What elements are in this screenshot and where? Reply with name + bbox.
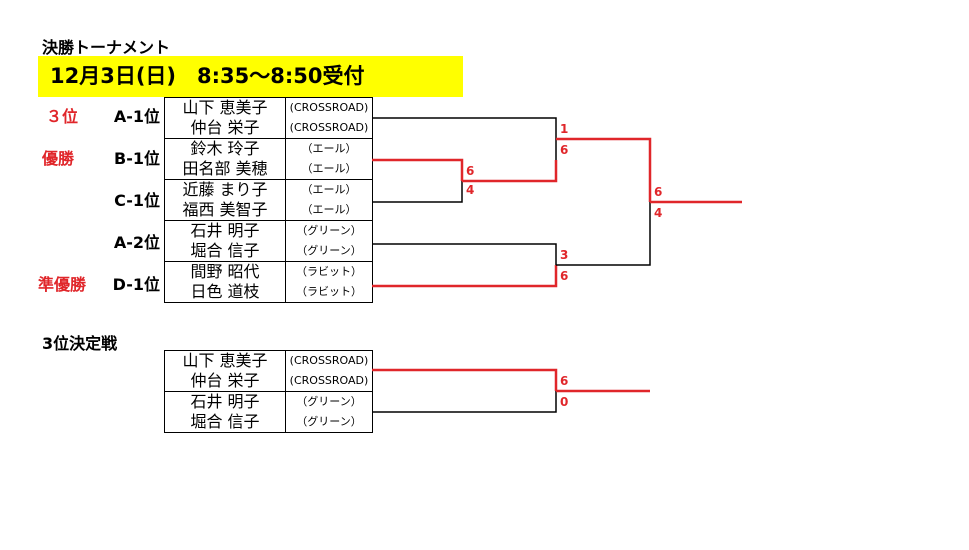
player-name: 堀合 信子	[164, 412, 286, 433]
player-club: （グリーン）	[285, 220, 373, 241]
bracket-line-pair-5	[372, 265, 558, 288]
player-row: 間野 昭代 （ラビット）	[164, 261, 373, 282]
score-third-bottom: 0	[560, 395, 568, 409]
player-name: 仲台 栄子	[164, 118, 286, 139]
player-row: 田名部 美穂 （エール）	[164, 159, 373, 180]
bracket-line-pair-1	[372, 117, 557, 160]
score-semi2-bottom: 6	[560, 269, 568, 283]
player-name: 田名部 美穂	[164, 159, 286, 180]
score-semi1-bottom: 6	[560, 143, 568, 157]
bracket-line-pair-2	[372, 158, 464, 181]
player-name: 近藤 まり子	[164, 179, 286, 200]
player-row: 鈴木 玲子 （エール）	[164, 138, 373, 159]
page-title: 決勝トーナメント	[42, 38, 171, 57]
player-club: (CROSSROAD)	[285, 371, 373, 392]
player-name: 山下 恵美子	[164, 97, 286, 118]
player-club: （ラビット）	[285, 282, 373, 303]
player-row: 堀合 信子 （グリーン）	[164, 412, 373, 433]
player-club: (CROSSROAD)	[285, 97, 373, 118]
player-club: （エール）	[285, 138, 373, 159]
player-row: 仲台 栄子 (CROSSROAD)	[164, 118, 373, 139]
bracket-line-semi-1-winner	[462, 160, 558, 183]
bracket-line-semi-2-out	[556, 202, 651, 266]
player-club: （グリーン）	[285, 391, 373, 412]
score-semi1-top: 1	[560, 122, 568, 136]
score-final-bottom: 4	[654, 206, 662, 220]
player-name: 間野 昭代	[164, 261, 286, 282]
date-banner: 12月3日(日) 8:35～8:50受付	[38, 56, 463, 97]
player-club: （エール）	[285, 159, 373, 180]
player-club: (CROSSROAD)	[285, 118, 373, 139]
player-club: (CROSSROAD)	[285, 350, 373, 371]
player-name: 石井 明子	[164, 220, 286, 241]
seed-label-pair-4: A-2位	[113, 233, 160, 252]
seed-label-pair-5: D-1位	[112, 275, 160, 294]
seed-label-pair-1: A-1位	[113, 107, 160, 126]
third-place-title: 3位決定戦	[42, 334, 118, 353]
player-row: 近藤 まり子 （エール）	[164, 179, 373, 200]
bracket-line-pair-3	[372, 181, 463, 203]
bracket-line-third-top	[372, 368, 558, 391]
rank-label-pair-1: ３位	[46, 107, 79, 126]
bracket-line-third-bottom	[372, 391, 557, 413]
player-row: 石井 明子 （グリーン）	[164, 391, 373, 412]
player-name: 堀合 信子	[164, 241, 286, 262]
seed-label-pair-2: B-1位	[114, 149, 160, 168]
player-row: 石井 明子 （グリーン）	[164, 220, 373, 241]
player-name: 仲台 栄子	[164, 371, 286, 392]
bracket-line-semi-1-out	[556, 137, 652, 202]
seed-label-pair-3: C-1位	[114, 191, 160, 210]
player-club: （エール）	[285, 200, 373, 221]
rank-label-pair-2: 優勝	[42, 149, 75, 168]
score-bc-bottom: 4	[466, 183, 474, 197]
player-row: 山下 恵美子 (CROSSROAD)	[164, 350, 373, 371]
bracket-line-pair-4	[372, 243, 557, 265]
player-name: 福西 美智子	[164, 200, 286, 221]
score-third-top: 6	[560, 374, 568, 388]
player-row: 日色 道枝 （ラビット）	[164, 282, 373, 303]
player-name: 山下 恵美子	[164, 350, 286, 371]
score-semi2-top: 3	[560, 248, 568, 262]
player-club: （エール）	[285, 179, 373, 200]
player-row: 仲台 栄子 (CROSSROAD)	[164, 371, 373, 392]
main-roster-table: 山下 恵美子 (CROSSROAD) 仲台 栄子 (CROSSROAD) 鈴木 …	[164, 97, 373, 303]
player-name: 石井 明子	[164, 391, 286, 412]
score-bc-top: 6	[466, 164, 474, 178]
score-final-top: 6	[654, 185, 662, 199]
third-place-roster-table: 山下 恵美子 (CROSSROAD) 仲台 栄子 (CROSSROAD) 石井 …	[164, 350, 373, 433]
player-club: （グリーン）	[285, 241, 373, 262]
player-club: （ラビット）	[285, 261, 373, 282]
player-row: 福西 美智子 （エール）	[164, 200, 373, 221]
player-row: 山下 恵美子 (CROSSROAD)	[164, 97, 373, 118]
player-name: 鈴木 玲子	[164, 138, 286, 159]
rank-label-pair-5: 準優勝	[38, 275, 87, 294]
player-row: 堀合 信子 （グリーン）	[164, 241, 373, 262]
player-club: （グリーン）	[285, 412, 373, 433]
player-name: 日色 道枝	[164, 282, 286, 303]
